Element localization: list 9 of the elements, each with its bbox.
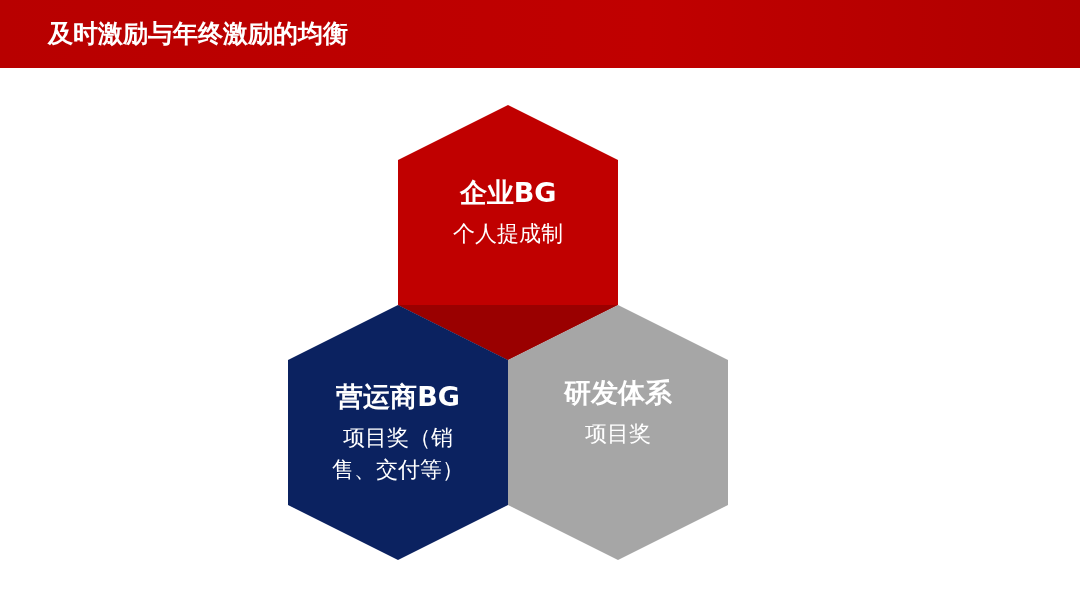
hexagon-heading: 企业BG bbox=[459, 175, 557, 210]
hexagon-text: 项目奖（销售、交付等） bbox=[331, 423, 465, 484]
hexagon-text: 项目奖 bbox=[584, 419, 652, 448]
hexagon-text: 个人提成制 bbox=[452, 219, 564, 248]
title: 及时激励与年终激励的均衡 bbox=[48, 18, 348, 50]
hexagon bbox=[508, 305, 728, 560]
hexagon-heading: 研发体系 bbox=[564, 375, 672, 410]
hexagon bbox=[288, 305, 508, 560]
hexagon-heading: 营运商BG bbox=[336, 379, 460, 414]
